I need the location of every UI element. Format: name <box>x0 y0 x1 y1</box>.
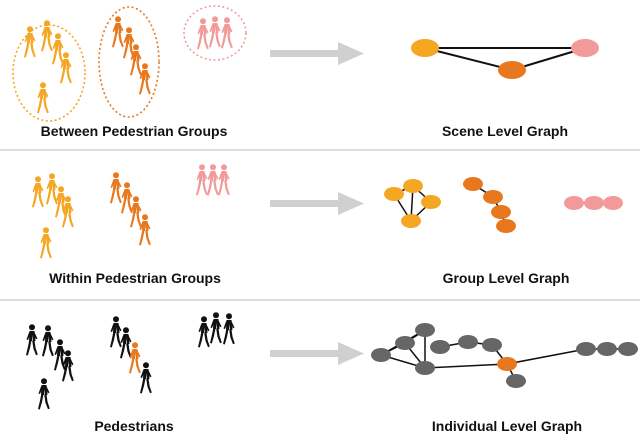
graph-node <box>371 348 391 362</box>
walking-person-icon <box>221 17 233 49</box>
pink-group-graph <box>564 196 623 210</box>
walking-person-icon <box>112 16 124 48</box>
walking-person-icon <box>32 176 44 208</box>
walking-person-icon <box>26 324 38 356</box>
walking-person-icon <box>209 16 221 48</box>
walking-person-icon <box>62 350 74 382</box>
graph-node <box>411 39 439 57</box>
walking-person-icon <box>130 196 142 228</box>
walking-person-icon <box>196 164 208 196</box>
walking-person-icon <box>24 26 36 58</box>
graph-node <box>603 196 623 210</box>
walking-person-icon <box>110 172 122 204</box>
row2-right-caption: Group Level Graph <box>442 270 570 286</box>
yellow-group-graph <box>384 179 441 228</box>
graph-node <box>571 39 599 57</box>
graph-node <box>491 205 511 219</box>
row3-right-caption: Individual Level Graph <box>431 418 583 434</box>
graph-node <box>415 323 435 337</box>
row1-right-caption: Scene Level Graph <box>441 123 569 139</box>
walking-person-icon <box>38 378 50 410</box>
walking-person-icon <box>198 316 210 348</box>
group-boundary-pink <box>183 5 247 61</box>
graph-node <box>498 61 526 79</box>
graph-node <box>395 336 415 350</box>
graph-node <box>597 342 617 356</box>
graph-node <box>618 342 638 356</box>
walking-person-icon <box>120 327 132 359</box>
individual-pedestrians <box>26 312 235 410</box>
walking-person-icon <box>40 227 52 259</box>
walking-person-icon <box>210 312 222 344</box>
graph-node <box>403 179 423 193</box>
graph-node <box>496 219 516 233</box>
row2-left-caption: Within Pedestrian Groups <box>49 270 221 286</box>
right-arrow-icon <box>270 192 364 215</box>
walking-person-icon <box>223 313 235 345</box>
walking-person-icon <box>37 82 49 114</box>
walking-person-icon <box>121 182 133 214</box>
pedestrian-groups-scene <box>12 5 247 122</box>
scene-level-graph <box>411 39 599 79</box>
walking-person-icon <box>218 164 230 196</box>
group-level-graph <box>384 177 623 233</box>
graph-node <box>401 214 421 228</box>
graph-node <box>564 196 584 210</box>
right-arrow-icon <box>270 342 364 365</box>
right-arrow-icon <box>270 42 364 65</box>
walking-person-icon <box>52 33 64 65</box>
walking-person-icon <box>140 362 152 394</box>
graph-node <box>463 177 483 191</box>
walking-person-icon <box>139 63 151 95</box>
graph-node <box>584 196 604 210</box>
graph-node <box>458 335 478 349</box>
walking-person-icon <box>129 342 141 374</box>
row1-left-caption: Between Pedestrian Groups <box>40 123 228 139</box>
pedestrian-groups-separated <box>32 164 230 259</box>
graph-node <box>576 342 596 356</box>
graph-node <box>482 338 502 352</box>
graph-node <box>415 361 435 375</box>
walking-person-icon <box>42 325 54 357</box>
graph-edge <box>424 47 513 71</box>
orange-group-graph <box>463 177 516 233</box>
graph-node <box>483 190 503 204</box>
graph-node <box>421 195 441 209</box>
row3-left-caption: Pedestrians <box>94 418 174 434</box>
graph-node <box>430 340 450 354</box>
walking-person-icon <box>46 173 58 205</box>
walking-person-icon <box>139 214 151 246</box>
graph-node-highlighted <box>497 357 517 371</box>
graph-node <box>506 374 526 388</box>
walking-person-icon <box>41 20 53 52</box>
walking-person-icon <box>207 164 219 196</box>
graph-node <box>384 187 404 201</box>
group-boundary-orange <box>98 6 160 118</box>
walking-person-icon <box>197 18 209 50</box>
walking-person-icon <box>60 52 72 84</box>
walking-person-icon <box>110 316 122 348</box>
individual-level-graph <box>371 323 638 388</box>
